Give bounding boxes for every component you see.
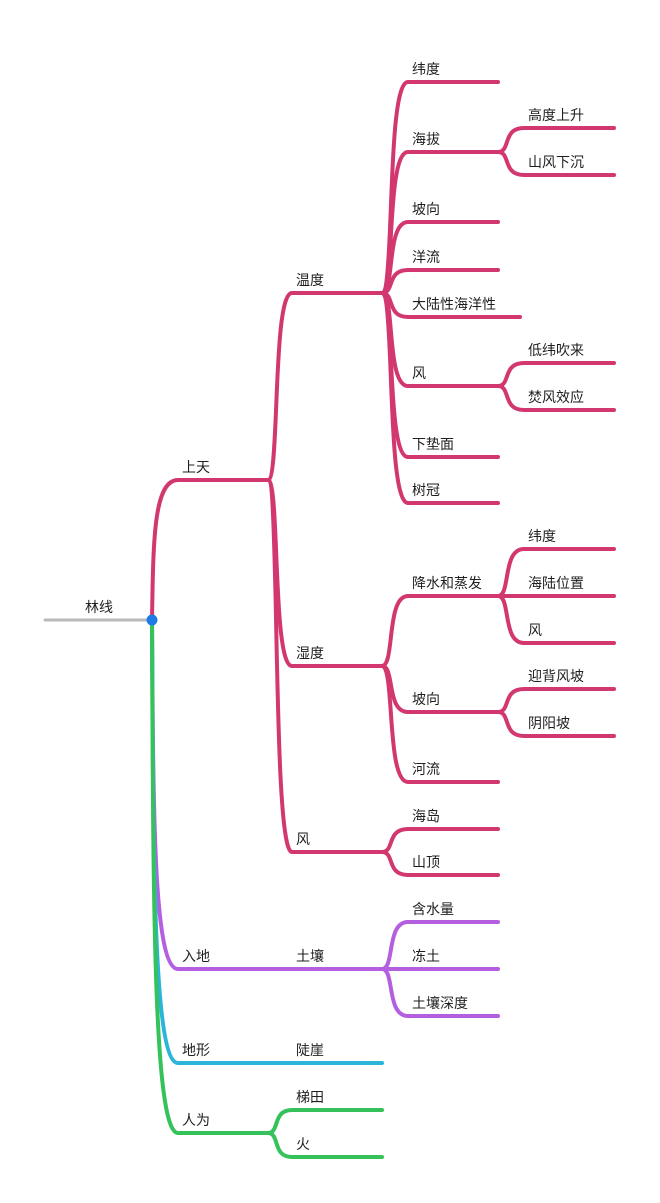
branch-connector-r-3 (150, 618, 180, 1135)
node-label-r-3[interactable]: 人为 (182, 1113, 210, 1129)
node-label-r-1[interactable]: 入地 (182, 949, 210, 965)
branch-connector-r-1-0-2 (380, 967, 410, 1018)
branch-connector-r-0-2-0 (380, 827, 410, 854)
node-label-r-3-1[interactable]: 火 (296, 1137, 310, 1153)
node-label-r-2-0[interactable]: 陡崖 (296, 1043, 324, 1059)
node-label-r-0-2-1[interactable]: 山顶 (412, 855, 440, 871)
node-label-r-0-0-1-1[interactable]: 山风下沉 (528, 155, 584, 171)
node-label-r-0-0-5-1[interactable]: 焚风效应 (528, 389, 584, 406)
node-label-r-0-0-5[interactable]: 风 (412, 366, 426, 382)
branch-connector-r-0-0 (266, 291, 294, 482)
branch-connector-r-0-1-0-0 (496, 547, 526, 598)
node-label-r-0-2[interactable]: 风 (296, 832, 310, 848)
branch-connector-r-0-1-0-2 (496, 594, 526, 645)
node-label-r-0[interactable]: 上天 (182, 460, 210, 476)
node-label-r-0-0-6[interactable]: 下垫面 (412, 437, 454, 453)
node-label-r-0-0-1-0[interactable]: 高度上升 (528, 107, 584, 124)
branch-connector-r-0-0-5-0 (496, 361, 526, 388)
branch-connector-r-3-1 (266, 1131, 294, 1159)
node-label-r-3-0[interactable]: 梯田 (296, 1090, 324, 1106)
root-junction-dot[interactable] (146, 614, 158, 626)
node-label-r[interactable]: 林线 (85, 600, 113, 616)
mind-map-labels: 林线上天温度纬度海拔高度上升山风下沉坡向洋流大陆性海洋性风低纬吹来焚风效应下垫面… (85, 62, 584, 1153)
node-label-r-0-1-0[interactable]: 降水和蒸发 (412, 576, 482, 592)
branch-connector-r-0-0-1-0 (496, 126, 526, 154)
node-label-r-0-0-1[interactable]: 海拔 (412, 132, 440, 148)
node-label-r-0-1-0-2[interactable]: 风 (528, 623, 542, 639)
node-label-r-0-1-0-0[interactable]: 纬度 (528, 529, 556, 545)
mind-map-edges (43, 80, 616, 1159)
node-label-r-0-0-7[interactable]: 树冠 (412, 483, 440, 499)
branch-connector-r-1-0-0 (380, 920, 410, 971)
branch-connector-r-0-1-1-1 (496, 710, 526, 738)
node-label-r-0-1-1-1[interactable]: 阴阳坡 (528, 716, 570, 732)
node-label-r-0-1-1[interactable]: 坡向 (412, 692, 440, 708)
node-label-r-1-0-0[interactable]: 含水量 (412, 902, 454, 918)
node-label-r-0-0-4[interactable]: 大陆性海洋性 (412, 297, 496, 313)
node-label-r-0-1[interactable]: 湿度 (296, 646, 324, 662)
node-label-r-0-2-0[interactable]: 海岛 (412, 809, 440, 825)
node-label-r-0-1-1-0[interactable]: 迎背风坡 (528, 669, 584, 685)
branch-connector-r-0-1-1-0 (496, 687, 526, 714)
branch-connector-r-0-1-0 (380, 594, 410, 668)
node-label-r-1-0[interactable]: 土壤 (296, 948, 324, 965)
node-label-r-1-0-2[interactable]: 土壤深度 (412, 995, 468, 1012)
node-label-r-0-1-2[interactable]: 河流 (412, 762, 440, 778)
branch-connector-r-0-0-7 (380, 291, 410, 505)
branch-connector-r-0-2-1 (380, 850, 410, 877)
node-label-r-0-0-2[interactable]: 坡向 (412, 202, 440, 218)
node-label-r-0-0[interactable]: 温度 (296, 273, 324, 289)
branch-connector-r-0-1-2 (380, 664, 410, 784)
node-label-r-0-0-3[interactable]: 洋流 (412, 250, 440, 266)
node-label-r-2[interactable]: 地形 (182, 1043, 210, 1059)
branch-connector-r-0-0-5-1 (496, 384, 526, 412)
branch-connector-r-0-2 (266, 478, 294, 854)
branch-connector-r-3-0 (266, 1108, 294, 1135)
branch-connector-r-0 (150, 478, 180, 622)
node-label-r-0-0-5-0[interactable]: 低纬吹来 (528, 343, 584, 359)
branch-connector-r-0-0-1-1 (496, 150, 526, 177)
node-label-r-0-0-0[interactable]: 纬度 (412, 62, 440, 78)
node-label-r-1-0-1[interactable]: 冻土 (412, 948, 440, 965)
node-label-r-0-1-0-1[interactable]: 海陆位置 (528, 576, 584, 592)
